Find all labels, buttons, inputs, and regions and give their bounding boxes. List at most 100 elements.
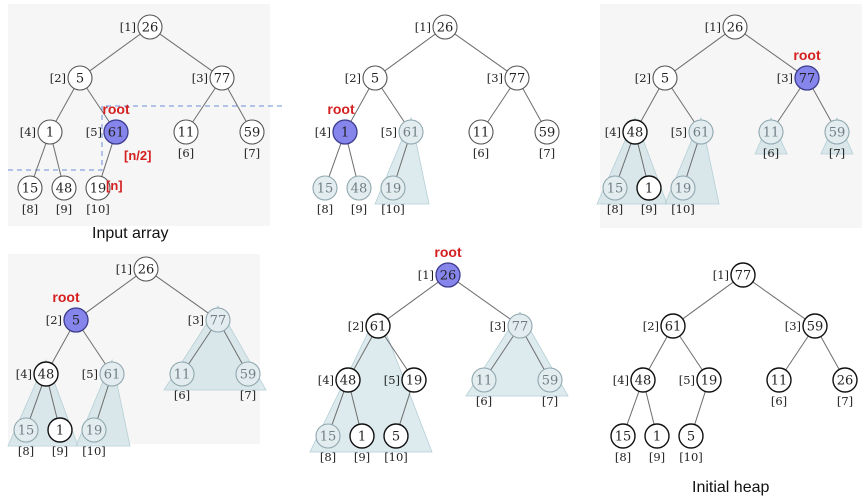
node-index-label: [3]	[777, 71, 793, 85]
node-circle	[622, 119, 648, 145]
heap-node: 77 [3]	[487, 65, 530, 91]
heap-node: 48[4]	[318, 367, 361, 393]
node-index-label: [10]	[86, 202, 110, 216]
node-circle	[81, 417, 107, 443]
node-circle	[435, 262, 461, 288]
node-value: 1	[653, 430, 661, 445]
half-boundary-line	[8, 105, 286, 171]
node-index-label: [7]	[829, 146, 845, 160]
node-circle	[209, 65, 235, 91]
node-value: 19	[90, 182, 107, 197]
tree-edge	[381, 87, 405, 123]
panels-layer: 26[1]5[2]77[3]1[4]61[5]11[6]59[7]15[8]48…	[7, 4, 862, 496]
node-circle	[33, 361, 59, 387]
tree-edge	[671, 87, 695, 123]
heap-node: 5[2]	[345, 65, 388, 91]
node-value: 26	[837, 374, 854, 389]
node-value: 1	[341, 126, 349, 141]
node-index-label: [1]	[713, 268, 729, 282]
node-circle	[133, 256, 159, 282]
node-value: 11	[763, 126, 780, 141]
node-index-label: [3]	[487, 71, 503, 85]
heap-node: 26[1]	[705, 14, 748, 40]
node-index-label: [2]	[635, 71, 651, 85]
tree-edge	[85, 275, 137, 314]
node-index-label: [3]	[490, 319, 506, 333]
node-index-label: [5]	[671, 125, 687, 139]
node-value: 1	[56, 424, 64, 439]
node-value: 77	[512, 320, 529, 335]
heap-node: 26[7]	[832, 367, 858, 408]
heap-node: 59[3]	[785, 313, 828, 339]
heap-panel-2: 26[1]5[2]77[3]1[4]61[5]11[6]59[7]15[8]48…	[312, 14, 560, 216]
node-index-label: [8]	[22, 202, 38, 216]
node-index-label: [7]	[539, 146, 555, 160]
node-circle	[696, 367, 722, 393]
node-index-label: [5]	[679, 373, 695, 387]
node-circle	[63, 307, 89, 333]
tree-edge	[155, 275, 209, 314]
node-circle	[346, 175, 372, 201]
node-value: 59	[244, 126, 261, 141]
node-value: 11	[178, 126, 195, 141]
node-circle	[636, 175, 662, 201]
node-index-label: [9]	[56, 202, 72, 216]
tree-edge	[752, 281, 806, 320]
panel-background	[8, 4, 270, 226]
heap-node: 19[5]	[679, 367, 722, 393]
node-value: 77	[509, 72, 526, 87]
node-index-label: [8]	[317, 202, 333, 216]
heap-node: 15[8]	[312, 175, 338, 216]
node-value: 59	[539, 126, 556, 141]
node-value: 48	[627, 126, 644, 141]
node-value: 59	[240, 368, 257, 383]
node-value: 26	[142, 21, 159, 36]
heap-node: 59[7]	[239, 119, 265, 160]
node-circle	[504, 65, 530, 91]
heap-node: 1[9]	[636, 175, 662, 216]
node-circle	[678, 423, 704, 449]
node-circle	[832, 367, 858, 393]
node-index-label: [2]	[345, 71, 361, 85]
tree-edge	[626, 391, 640, 425]
tree-edge	[679, 335, 703, 371]
node-circle	[802, 313, 828, 339]
tree-edge	[331, 391, 345, 425]
heap-node: 61[5]	[671, 119, 714, 145]
node-value: 11	[771, 374, 788, 389]
node-index-label: [4]	[318, 373, 334, 387]
heap-node: 11[6]	[758, 119, 784, 160]
tree-edge	[384, 33, 436, 72]
node-value: 77	[735, 269, 752, 284]
heap-node: 19[10]	[81, 417, 107, 458]
node-value: 48	[38, 368, 55, 383]
node-index-label: [6]	[476, 394, 492, 408]
node-index-label: [8]	[615, 450, 631, 464]
tree-edge	[350, 391, 360, 425]
node-value: 26	[437, 21, 454, 36]
node-value: 77	[214, 72, 231, 87]
heap-node: 1[9]	[644, 423, 670, 464]
tree-edge	[785, 335, 809, 371]
node-circle	[824, 119, 850, 145]
root-marker-label: root	[327, 101, 355, 117]
node-circle	[730, 262, 756, 288]
node-value: 48	[56, 182, 73, 197]
node-index-label: [10]	[82, 444, 106, 458]
node-circle	[332, 119, 358, 145]
node-index-label: [9]	[52, 444, 68, 458]
node-value: 48	[351, 182, 368, 197]
tree-edge	[223, 330, 243, 364]
node-value: 61	[104, 368, 121, 383]
heap-node: 19[5]	[384, 367, 427, 393]
tree-edge	[33, 143, 47, 177]
heap-node: 48[4]	[613, 367, 656, 393]
node-value: 5	[661, 72, 669, 87]
node-index-label: [6]	[174, 388, 190, 402]
tree-edge	[457, 281, 511, 320]
node-circle	[660, 313, 686, 339]
node-value: 61	[370, 320, 387, 335]
heap-panel-5: 26[1]61[2]77[3]48[4]19[5]11[6]59[7]15[8]…	[309, 244, 569, 464]
node-circle	[398, 119, 424, 145]
node-index-label: [4]	[20, 125, 36, 139]
